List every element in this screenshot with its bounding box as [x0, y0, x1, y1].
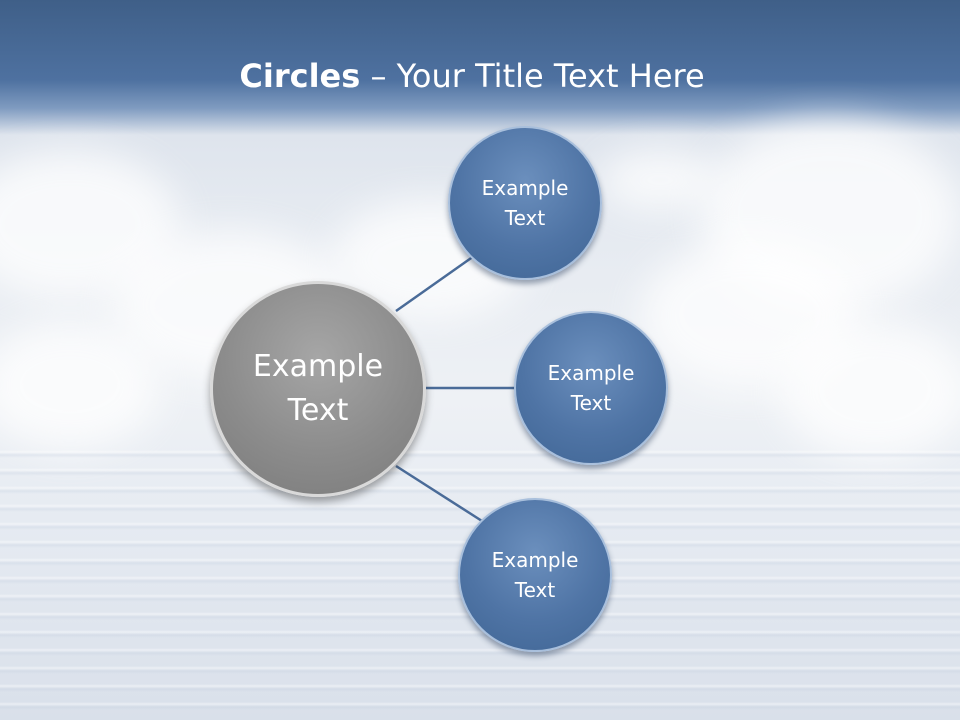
title-emphasis: Circles — [239, 57, 361, 95]
satellite-circle-bottom[interactable]: Example Text — [458, 498, 612, 652]
connector-bottom — [395, 464, 483, 523]
satellite-circle-label: Example Text — [547, 361, 635, 415]
cloud-decoration — [600, 150, 720, 210]
connector-top — [395, 254, 475, 313]
title-text: – Your Title Text Here — [360, 57, 705, 95]
satellite-circle-middle[interactable]: Example Text — [514, 311, 668, 465]
satellite-circle-label: Example Text — [481, 176, 569, 230]
slide-title: Circles – Your Title Text Here — [0, 54, 944, 98]
satellite-circle-label: Example Text — [491, 548, 579, 602]
satellite-circle-top[interactable]: Example Text — [448, 126, 602, 280]
center-circle[interactable]: Example Text — [210, 281, 426, 497]
header-band — [0, 0, 960, 135]
cloud-decoration — [0, 320, 160, 450]
cloud-decoration — [780, 320, 960, 460]
center-circle-label: Example Text — [252, 349, 384, 428]
